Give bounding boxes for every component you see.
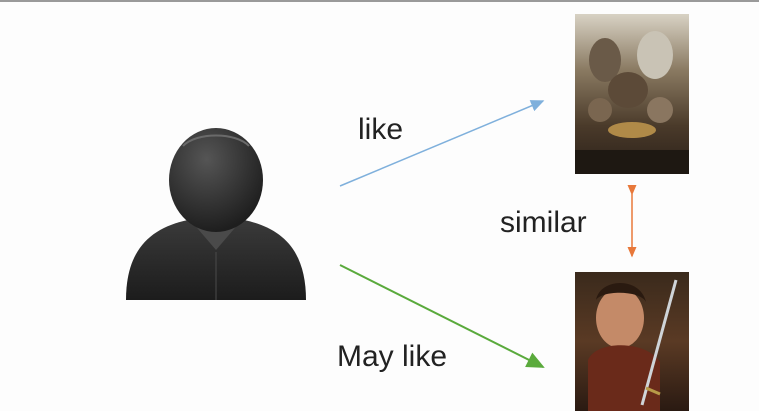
movie-poster-icon xyxy=(575,14,689,174)
may-like-arrow xyxy=(339,264,545,368)
similar-label: similar xyxy=(500,206,587,239)
top-border xyxy=(0,0,759,2)
user-silhouette-icon xyxy=(126,128,306,300)
like-label: like xyxy=(358,113,404,146)
like-arrow xyxy=(339,100,545,187)
may-like-label: May like xyxy=(337,340,448,373)
movie-poster-icon xyxy=(575,272,689,411)
